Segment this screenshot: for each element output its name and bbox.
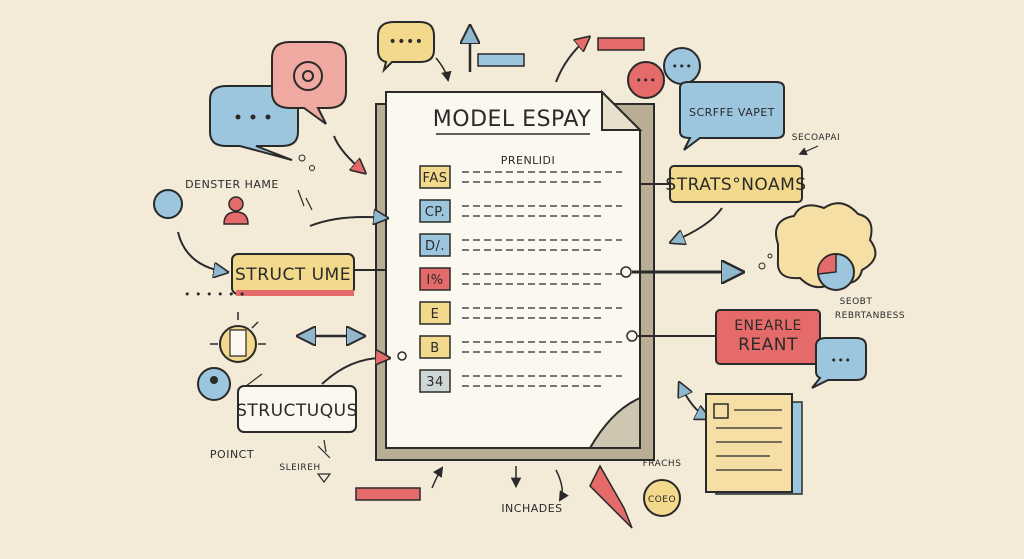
- connector-dot: [620, 266, 632, 278]
- document-title: MODEL ESPAY: [433, 107, 591, 132]
- section-marker-label: E: [431, 307, 440, 322]
- section-marker: FAS: [419, 165, 622, 189]
- label-denster-hame: DENSTER HAME: [185, 178, 279, 191]
- connector-dot: [397, 351, 407, 361]
- sketch-mark: [317, 439, 331, 459]
- arrow: [672, 207, 723, 242]
- curved-arrow-red: [555, 38, 588, 83]
- section-marker: CP.: [419, 199, 622, 223]
- lightbulb-gear-icon: [210, 312, 266, 363]
- connector-dot: [626, 330, 638, 342]
- svg-text:•••: •••: [831, 354, 852, 367]
- model-essay-document: MODEL ESPAY PRENLIDI FAS CP. D/. I% E B 34: [375, 89, 655, 461]
- blue-bubble-small-left: [197, 367, 231, 401]
- scrffe-vapet-bubble: SCRFFE VAPET: [679, 81, 785, 151]
- blue-bar: [477, 53, 525, 67]
- arrow: [680, 384, 708, 418]
- bubble-dots: ••••: [388, 34, 423, 50]
- label-frachs: FRACHS: [643, 459, 682, 469]
- dot: [309, 165, 315, 171]
- label-inchades: INCHADES: [501, 502, 562, 515]
- thought-cloud: [758, 202, 877, 291]
- svg-text:•••: •••: [672, 60, 693, 73]
- section-marker-label: 34: [426, 375, 444, 390]
- dot: [298, 154, 306, 162]
- bubble-shape: [679, 81, 785, 151]
- arrow: [798, 145, 819, 156]
- section-marker: I%: [419, 267, 622, 291]
- section-marker-box: [419, 165, 451, 189]
- target-icon-center: [302, 70, 314, 82]
- section-marker-box: [419, 335, 451, 359]
- section-marker-label: FAS: [423, 171, 448, 186]
- red-arrow-bottom: [589, 464, 633, 529]
- section-marker-label: I%: [426, 273, 443, 288]
- section-markers: FAS CP. D/. I% E B 34: [419, 165, 622, 393]
- blue-circle-left: [153, 189, 183, 219]
- section-marker-box: [419, 301, 451, 325]
- strats-noams-box: STRATS°NOAMS: [665, 165, 806, 203]
- section-marker: D/.: [419, 233, 622, 257]
- box-shape: [237, 385, 357, 433]
- label-secoapai: SECOAPAI: [792, 133, 840, 143]
- structume-box: STRUCT UME: [231, 253, 355, 296]
- person-icon: [223, 196, 249, 225]
- section-marker-label: D/.: [425, 239, 445, 254]
- dot: [235, 114, 241, 120]
- label-sleireh: SLEIREH: [279, 463, 320, 473]
- red-bar-bottom: [355, 487, 421, 501]
- bubble-shape: [377, 21, 435, 74]
- speech-bubble-red-small: •••: [627, 61, 665, 99]
- coin-label: COEO: [648, 495, 676, 505]
- enearle-label-2: REANT: [738, 335, 798, 355]
- document-fold: [601, 89, 643, 131]
- arrow-red-into-document: [321, 358, 388, 385]
- sketch-mark: [297, 189, 313, 211]
- bubble-shape: [271, 41, 347, 125]
- section-marker: 34: [419, 369, 622, 393]
- dotted-trail: • • • • • •: [184, 288, 246, 301]
- label-seobt: SEOBT: [840, 297, 873, 307]
- section-marker-label: CP.: [425, 205, 446, 220]
- arrow: [431, 466, 444, 489]
- speech-bubble-blue-small: •••: [663, 47, 701, 85]
- speech-bubble-yellow-top: ••••: [377, 21, 452, 83]
- speech-bubble-blue-right: •••: [811, 337, 867, 389]
- label-rebrtanbess: REBRTANBESS: [835, 311, 905, 321]
- section-marker-box: [419, 267, 451, 291]
- small-triangle: [316, 473, 332, 483]
- box-underline: [236, 290, 354, 296]
- speech-bubble-pink-target: [271, 41, 364, 172]
- coin-icon: COEO: [643, 479, 681, 517]
- notes-paper-icon: [705, 393, 803, 495]
- arrow-to-structume: [177, 231, 226, 272]
- target-icon: [293, 61, 323, 91]
- section-marker-box: [419, 233, 451, 257]
- section-marker: E: [419, 301, 622, 325]
- structuqus-box: STRUCTUQUS: [236, 385, 358, 433]
- section-marker-box: [419, 199, 451, 223]
- arrow: [435, 57, 452, 83]
- scrffe-label: SCRFFE VAPET: [689, 106, 775, 119]
- svg-text:•••: •••: [636, 74, 657, 87]
- red-bar: [597, 37, 645, 51]
- section-marker: B: [419, 335, 622, 359]
- document-curl: [588, 396, 641, 449]
- arrow-into-document: [309, 217, 386, 227]
- arrow: [555, 469, 569, 502]
- dot: [250, 114, 256, 120]
- strats-label: STRATS°NOAMS: [665, 175, 806, 195]
- enearle-label-1: ENEARLE: [734, 318, 802, 334]
- document-subtitle: PRENLIDI: [501, 154, 556, 167]
- arrow-to-document: [333, 135, 364, 172]
- structuqus-label: STRUCTUQUS: [236, 401, 358, 421]
- enearle-reant-box: ENEARLE REANT: [715, 309, 821, 365]
- section-marker-box: [419, 369, 451, 393]
- section-marker-label: B: [430, 341, 439, 356]
- structume-label: STRUCT UME: [235, 265, 351, 285]
- dot: [265, 114, 271, 120]
- label-point: POINCT: [210, 448, 254, 461]
